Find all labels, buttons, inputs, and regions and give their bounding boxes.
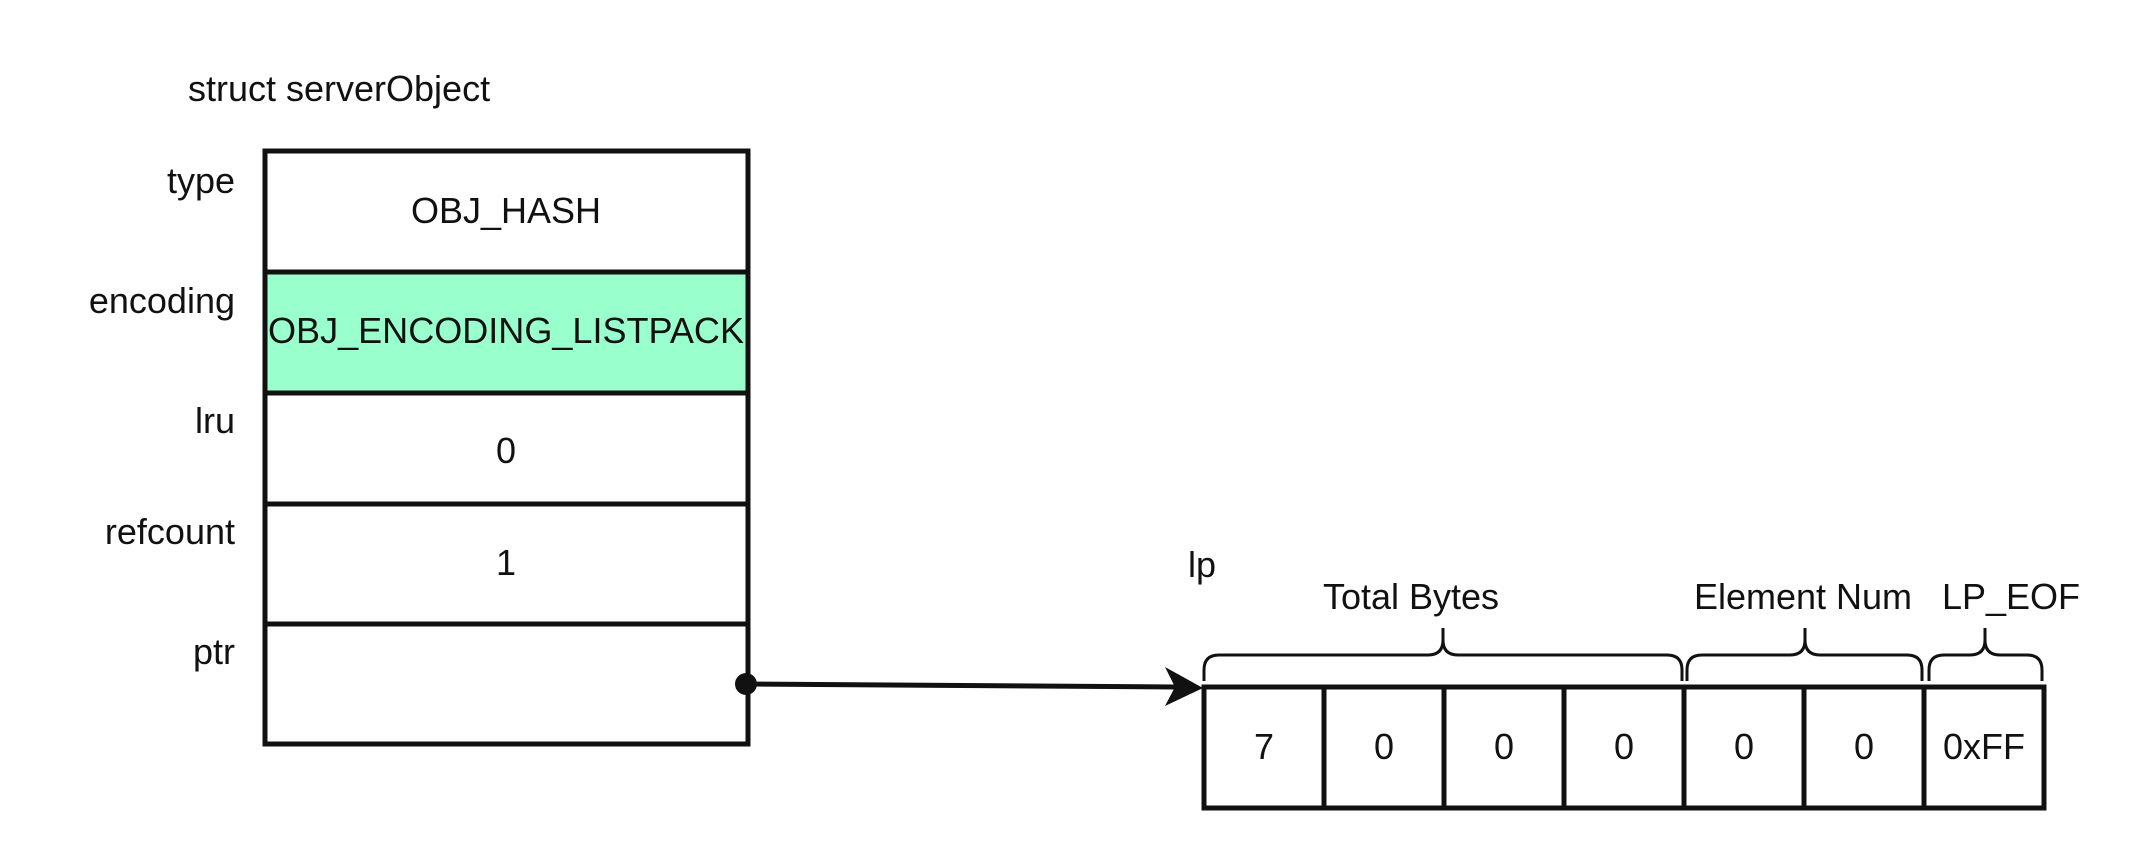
lp-cell-value: 0 [1614, 726, 1634, 767]
field-value-type: OBJ_HASH [411, 190, 601, 231]
struct-title: struct serverObject [188, 68, 490, 109]
field-label-lru: lru [195, 400, 235, 441]
field-label-refcount: refcount [105, 511, 235, 552]
field-value-encoding: OBJ_ENCODING_LISTPACK [268, 310, 744, 351]
lp-cell-box [1801, 684, 1927, 811]
field-box-refcount [262, 501, 751, 627]
field-label-type: type [167, 160, 235, 201]
lp-cell-value: 0 [1734, 726, 1754, 767]
field-value-lru: 0 [496, 430, 516, 471]
group-label-lp-eof: LP_EOF [1942, 576, 2080, 617]
lp-cell-value: 0 [1374, 726, 1394, 767]
lp-cell-value: 0 [1854, 726, 1874, 767]
ptr-arrow-head [1165, 667, 1203, 706]
field-box-type [262, 148, 751, 275]
lp-label: lp [1188, 544, 1216, 585]
ptr-arrow-line [745, 681, 1176, 690]
lp-cell-value: 0 [1494, 726, 1514, 767]
group-label-total-bytes: Total Bytes [1323, 576, 1499, 617]
group-label-element-num: Element Num [1694, 576, 1912, 617]
lp-cell-value: 0xFF [1943, 726, 2025, 767]
field-box-ptr [262, 621, 751, 747]
field-label-ptr: ptr [193, 631, 235, 672]
brace-total-bytes [1202, 628, 1684, 681]
lp-cell-box [1681, 684, 1807, 811]
field-box-encoding [262, 269, 751, 396]
lp-cell-box [1921, 684, 2047, 811]
brace-lp-eof [1927, 628, 2044, 681]
ptr-arrow-origin-dot [735, 673, 757, 695]
brace-element-num [1685, 628, 1924, 681]
field-value-refcount: 1 [496, 542, 516, 583]
field-label-encoding: encoding [89, 280, 235, 321]
lp-cell-value: 7 [1254, 726, 1274, 767]
